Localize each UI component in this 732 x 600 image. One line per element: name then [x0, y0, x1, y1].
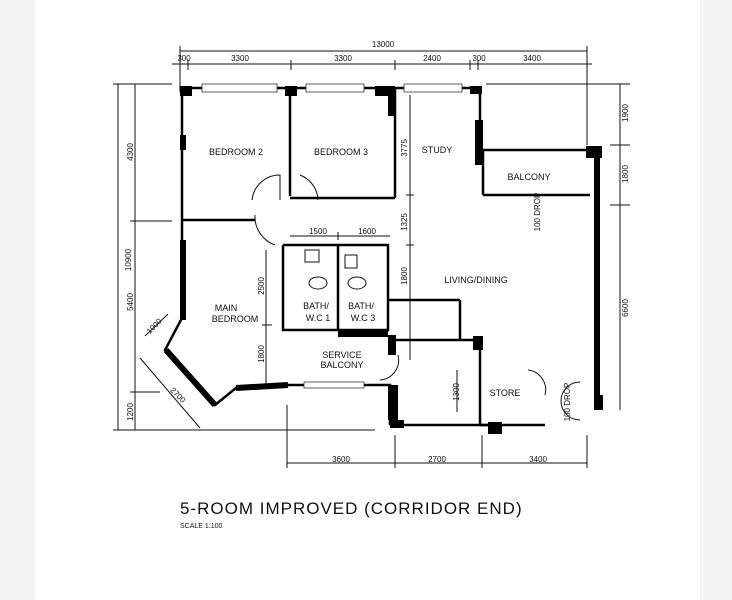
- fixtures: [304, 249, 367, 290]
- dim-bath3-width: 1600: [358, 227, 376, 236]
- room-main-bedroom-line1: MAIN: [215, 303, 238, 313]
- dim-right: 1800: [621, 165, 630, 183]
- plan-scale: SCALE 1:100: [180, 523, 223, 530]
- room-bath-3-line2: W.C 3: [351, 313, 376, 323]
- dim-top-total: 13000: [372, 40, 395, 49]
- drop-note-balcony: 100 DROP: [533, 193, 542, 232]
- dim-left: 4300: [126, 143, 135, 161]
- dim-corridor-height: 1325: [400, 213, 409, 231]
- room-service-balcony-line2: BALCONY: [320, 360, 363, 370]
- dim-top: 3400: [523, 54, 541, 63]
- dim-top: 2400: [423, 54, 441, 63]
- dim-left-total: 10900: [124, 248, 133, 271]
- room-bedroom-3: BEDROOM 3: [314, 147, 368, 157]
- room-bedroom-2: BEDROOM 2: [209, 147, 263, 157]
- dim-right: 1900: [621, 104, 630, 122]
- drawing-sheet: [35, 0, 700, 600]
- room-labels: BEDROOM 2 BEDROOM 3 STUDY BALCONY LIVING…: [209, 145, 572, 421]
- dimension-labels: 13000 300 3300 3300 2400 300 3400 10900 …: [124, 40, 630, 464]
- dim-top: 300: [472, 54, 486, 63]
- dim-service-height: 1800: [257, 345, 266, 363]
- dim-top: 300: [177, 54, 191, 63]
- dim-top: 3300: [334, 54, 352, 63]
- room-store: STORE: [490, 388, 521, 398]
- dim-bottom: 3400: [529, 455, 547, 464]
- dim-bottom: 2700: [428, 455, 446, 464]
- room-main-bedroom-line2: BEDROOM: [212, 314, 259, 324]
- room-balcony: BALCONY: [507, 172, 550, 182]
- dim-bottom: 3600: [332, 455, 350, 464]
- dim-left: 5400: [126, 293, 135, 311]
- drop-note-entrance: 100 DROP: [563, 383, 572, 422]
- dim-bath-height: 2500: [257, 277, 266, 295]
- room-service-balcony-line1: SERVICE: [322, 350, 361, 360]
- dim-living-height: 1800: [400, 267, 409, 285]
- dim-study-height: 3775: [400, 139, 409, 157]
- room-bath-1-line2: W.C 1: [306, 313, 331, 323]
- room-living-dining: LIVING/DINING: [444, 275, 508, 285]
- plan-title: 5-ROOM IMPROVED (CORRIDOR END): [180, 499, 523, 518]
- room-bath-3-line1: BATH/: [348, 301, 374, 311]
- dim-bay-1: 1000: [145, 316, 164, 335]
- room-study: STUDY: [422, 145, 453, 155]
- dim-bath1-width: 1500: [309, 227, 327, 236]
- room-bath-1-line1: BATH/: [303, 301, 329, 311]
- dim-left: 1200: [126, 403, 135, 421]
- dim-store-height: 1300: [452, 383, 461, 401]
- dimension-lines: [113, 46, 630, 468]
- dim-top: 3300: [231, 54, 249, 63]
- walls: [163, 86, 603, 434]
- doors: [251, 174, 581, 421]
- dim-right: 6600: [621, 299, 630, 317]
- windows: [201, 83, 463, 389]
